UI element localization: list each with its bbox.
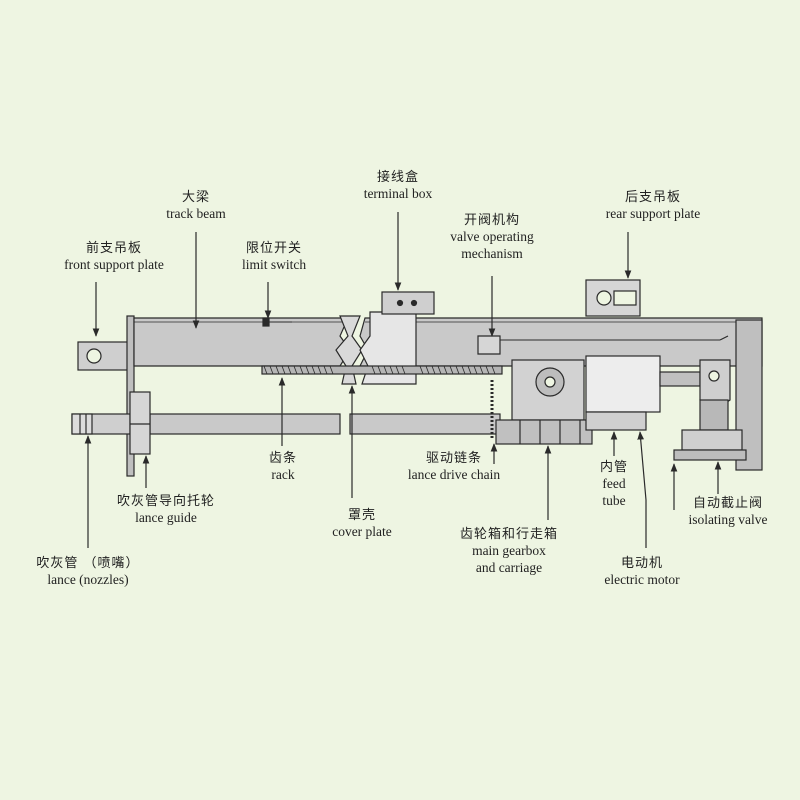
inner-feed-tube — [659, 371, 701, 387]
terminal-box — [381, 291, 435, 315]
rear-support-plate — [585, 279, 641, 317]
label-cover-plate: 罩壳 cover plate — [332, 508, 392, 540]
main-gearbox — [495, 359, 593, 445]
label-rack: 齿条 rack — [268, 451, 297, 483]
label-front-support-plate: 前支吊板 front support plate — [64, 241, 164, 273]
lance-guide — [129, 391, 151, 455]
label-isolating-valve: 自动截止阀 isolating valve — [688, 496, 768, 528]
arrow-electric-motor — [637, 431, 647, 548]
label-lance-guide: 吹灰管导向托轮 lance guide — [116, 494, 215, 526]
label-rear-support-plate: 后支吊板 rear support plate — [605, 190, 701, 222]
electric-motor — [585, 355, 661, 431]
front-support-plate — [77, 341, 129, 371]
track-beam — [133, 317, 763, 367]
limit-switch — [262, 317, 270, 327]
rack — [261, 365, 503, 375]
isolating-valve — [673, 319, 763, 471]
label-lance-nozzles: 吹灰管 （喷嘴） lance (nozzles) — [36, 556, 140, 588]
label-electric-motor: 电动机 electric motor — [604, 556, 680, 588]
label-track-beam: 大梁 track beam — [166, 190, 226, 222]
label-lance-drive-chain: 驱动链条 lance drive chain — [407, 451, 501, 483]
label-limit-switch: 限位开关 limit switch — [241, 241, 307, 273]
label-inner-feed-tube: 内管 feed tube — [599, 460, 628, 509]
label-main-gearbox: 齿轮箱和行走箱 main gearbox and carriage — [459, 527, 558, 576]
cover-plate — [335, 315, 363, 385]
label-valve-operating-mechanism: 开阀机构 valve operating mechanism — [450, 213, 534, 262]
label-terminal-box: 接线盒 terminal box — [363, 170, 433, 202]
